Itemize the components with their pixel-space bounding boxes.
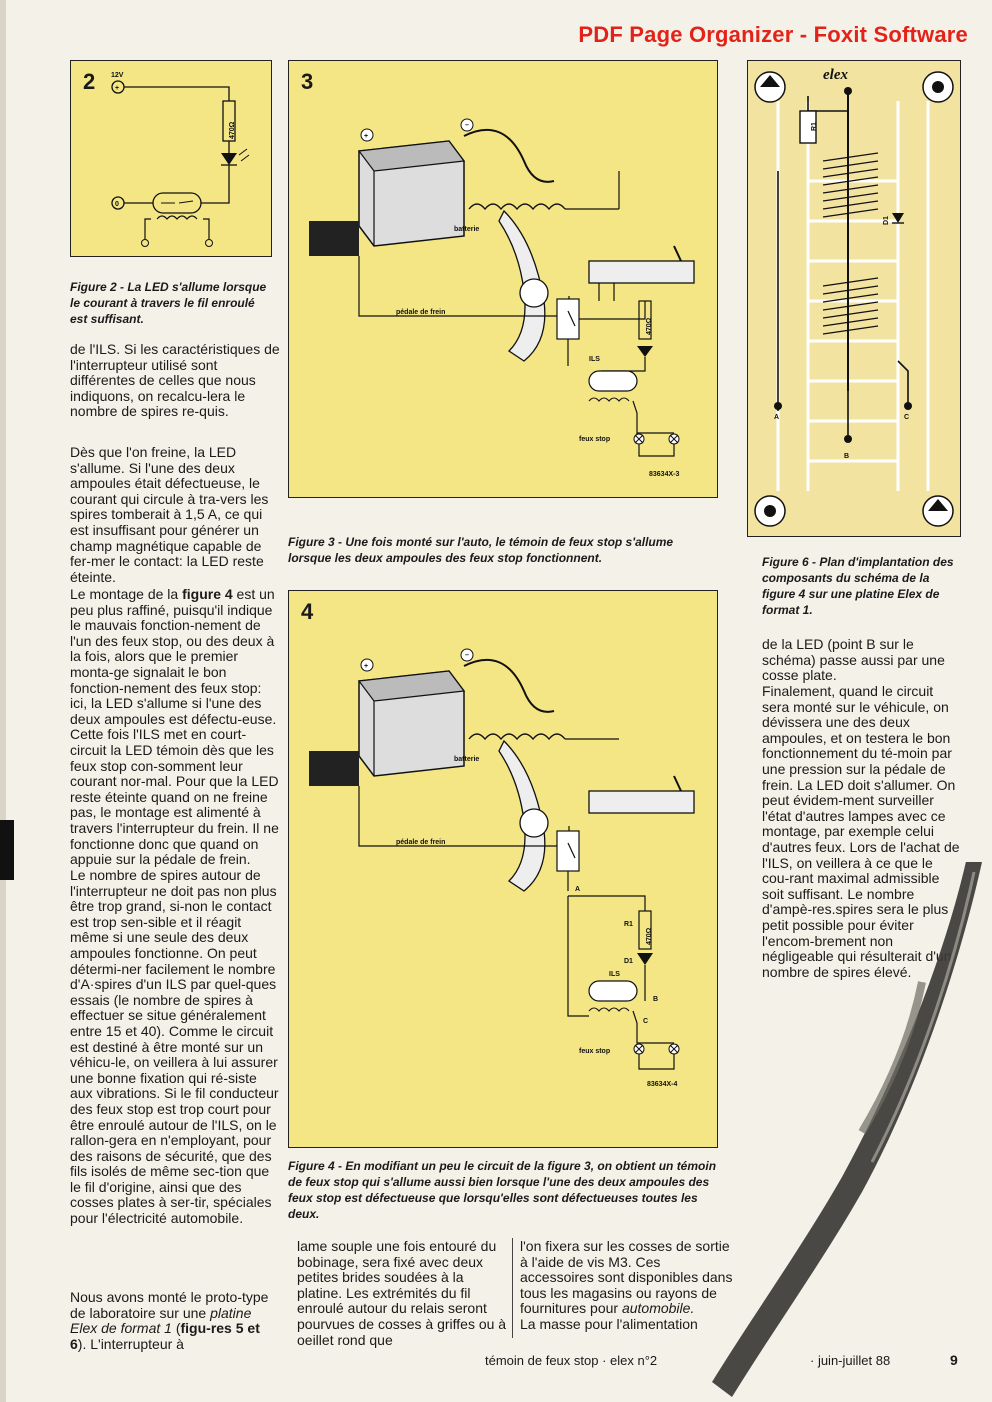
column-3-text: l'on fixera sur les cosses de sortie à l…: [520, 1238, 735, 1333]
fig4-d1: D1: [624, 958, 633, 965]
figure-4-schematic: + – batterie pédale de frein A R1 470Ω D…: [309, 648, 695, 1088]
svg-text:+: +: [364, 133, 368, 140]
text-italic: automobile.: [621, 1300, 695, 1317]
fig3-battery: batterie: [454, 226, 479, 233]
figure-ref: figure 4: [182, 586, 233, 602]
text-run: (: [171, 1320, 181, 1337]
fig4-ils: ILS: [609, 971, 620, 978]
page-number: 9: [950, 1352, 958, 1368]
column-1-para-1: de l'ILS. Si les caractéristiques de l'i…: [70, 341, 280, 420]
fig6-r1: R1: [811, 122, 818, 131]
figure-number: 4: [301, 599, 314, 624]
fig6-point-a: A: [774, 414, 779, 421]
watermark-title: PDF Page Organizer - Foxit Software: [578, 22, 968, 47]
fig4-point-b: B: [653, 996, 658, 1003]
column-divider: [512, 1238, 513, 1338]
fig3-lamps: feux stop: [579, 436, 610, 443]
fig2-resistor: 470Ω: [229, 121, 236, 139]
figure-6-caption: Figure 6 - Plan d'implantation des compo…: [762, 555, 954, 617]
figure-ref: figu-res 5 et 6: [70, 1320, 260, 1352]
fig4-point-a: A: [575, 886, 580, 893]
figure-3-schematic: + – batterie pédale de frein 470Ω ILS fe…: [309, 118, 695, 478]
fig3-ils: ILS: [589, 356, 600, 363]
fig3-pedal: pédale de frein: [396, 309, 445, 316]
fig3-ref: 83634X-3: [649, 471, 679, 478]
fig6-d1: D1: [883, 216, 890, 225]
figure-4-caption: Figure 4 - En modifiant un peu le circui…: [288, 1159, 717, 1221]
figure-2-caption: Figure 2 - La LED s'allume lorsque le co…: [70, 280, 267, 326]
figure-number: 2: [83, 69, 96, 94]
text-run: Le montage de la: [70, 586, 183, 602]
text-run: Nous avons monté le proto-type de labora…: [70, 1289, 269, 1321]
fig4-battery: batterie: [454, 756, 479, 763]
column-1-para-5: Nous avons monté le proto-type de labora…: [70, 1289, 280, 1352]
text-run: l'on fixera sur les cosses de sortie à l…: [520, 1238, 733, 1317]
text-run: est un peu plus raffiné, puisqu'il indiq…: [70, 586, 279, 868]
footer-title: témoin de feux stop · elex n°2: [485, 1353, 658, 1368]
column-4-para-2: Finalement, quand le circuit sera monté …: [762, 683, 960, 980]
fig2-voltage: 12V: [111, 72, 124, 79]
figure-4: 4 + – batterie pédale de frein A R1 470Ω…: [288, 590, 718, 1148]
svg-text:+: +: [364, 663, 368, 670]
svg-text:+: +: [115, 85, 119, 92]
fig4-point-c: C: [643, 1018, 648, 1025]
page-edge-shadow: [0, 0, 6, 1402]
fig6-brand: elex: [823, 67, 848, 83]
figure-3: 3 + – batterie pédale de frein 470Ω ILS: [288, 60, 718, 498]
text-run: La masse pour l'alimentation: [520, 1315, 698, 1332]
text-run: ). L'interrupteur à: [77, 1335, 184, 1352]
footer-date: · juin-juillet 88: [810, 1353, 891, 1368]
fig2-zero: 0: [115, 201, 119, 208]
svg-text:–: –: [465, 122, 469, 129]
text-italic: platine Elex de format 1: [70, 1304, 252, 1337]
column-2-text: lame souple une fois entouré du bobinage…: [297, 1238, 507, 1348]
figure-6-pcb: elex R1 D1 A B: [747, 60, 961, 537]
svg-text:–: –: [465, 652, 469, 659]
column-4-para-1: de la LED (point B sur le schéma) passe …: [762, 636, 945, 684]
reed-switch-photo: [712, 862, 982, 1397]
figure-3-caption: Figure 3 - Une fois monté sur l'auto, le…: [288, 535, 674, 565]
fig6-point-b: B: [844, 453, 849, 460]
figure-number: 3: [301, 69, 314, 94]
figure-2: 2 + 12V 470Ω 0: [70, 60, 272, 257]
fig6-point-c: C: [904, 414, 909, 421]
fig3-resistor: 470Ω: [646, 317, 653, 335]
figure-6-layout: elex R1 D1 A B: [754, 67, 954, 527]
column-1-para-2: Dès que l'on freine, la LED s'allume. Si…: [70, 444, 269, 585]
figure-2-schematic: + 12V 470Ω 0: [111, 72, 250, 247]
fig4-resistor: 470Ω: [646, 927, 653, 945]
fig4-lamps: feux stop: [579, 1048, 610, 1055]
column-1-para-4: Le nombre de spires autour de l'interrup…: [70, 867, 279, 1227]
fig4-pedal: pédale de frein: [396, 839, 445, 846]
binding-mark: [0, 820, 14, 880]
fig4-r1: R1: [624, 921, 633, 928]
column-1-para-3: Le montage de la figure 4 est un peu plu…: [70, 586, 280, 868]
fig4-ref: 83634X-4: [647, 1081, 677, 1088]
